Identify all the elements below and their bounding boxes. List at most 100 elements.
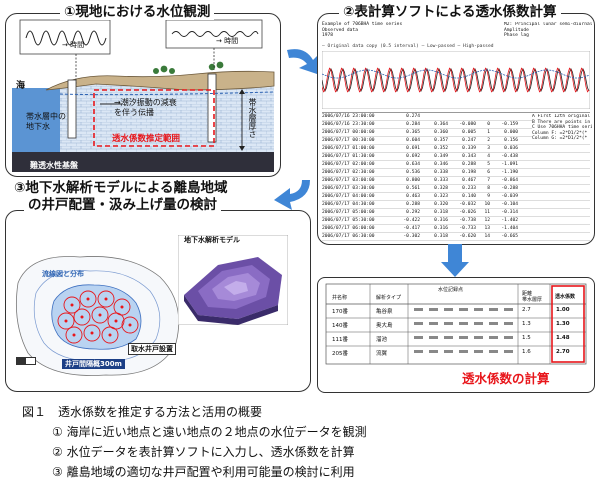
table-cell: 0.365 bbox=[406, 130, 420, 135]
result-cell: 2.7 bbox=[522, 307, 531, 313]
table-row: 2006/07/17 05:30:00 -0.422 0.316 -0.738 12 -1… bbox=[322, 217, 590, 225]
table-cell: -0.738 bbox=[459, 218, 476, 223]
result-value-mark bbox=[444, 308, 453, 311]
result-value-mark bbox=[504, 350, 513, 353]
panel1-title: ①現地における水位観測 bbox=[60, 4, 215, 20]
table-cell: 0.318 bbox=[434, 234, 448, 239]
table-cell: 3 bbox=[487, 146, 490, 151]
table-cell: 0.328 bbox=[434, 186, 448, 191]
table-cell: 2006/07/17 03:30:00 bbox=[322, 186, 375, 191]
table-cell: 2006/07/17 01:30:00 bbox=[322, 154, 375, 159]
table-cell bbox=[420, 113, 448, 120]
table-cell: 0.198 bbox=[462, 170, 476, 175]
result-cell: 1.3 bbox=[522, 321, 531, 327]
table-cell bbox=[490, 113, 518, 120]
table-cell: -0.422 bbox=[403, 218, 420, 223]
time-label-b: → 時間 bbox=[216, 37, 239, 45]
table-cell: 12 bbox=[484, 218, 490, 223]
result-cell: 140番 bbox=[332, 323, 348, 329]
table-cell: 0 bbox=[487, 122, 490, 127]
model-label: 地下水解析モデル bbox=[184, 236, 240, 244]
table-cell: 0.318 bbox=[434, 210, 448, 215]
table-cell: 0.467 bbox=[462, 178, 476, 183]
table-cell bbox=[476, 113, 490, 120]
sheet-note: A First 12th original da bbox=[532, 114, 592, 120]
series-line bbox=[322, 69, 590, 79]
well-cell-grid bbox=[57, 290, 139, 344]
table-cell: 0.536 bbox=[406, 170, 420, 175]
table-cell: 0.352 bbox=[434, 146, 448, 151]
table-cell: -0.159 bbox=[501, 122, 518, 127]
table-cell: 2006/07/17 05:30:00 bbox=[322, 218, 375, 223]
table-cell: 2006/07/17 03:00:00 bbox=[322, 178, 375, 183]
table-cell: 0.316 bbox=[434, 218, 448, 223]
tree-icon bbox=[153, 61, 224, 74]
panel-groundwater-model: 地下水解析モデル 流線図と分布 取水井戸設置 井戸間隔概300m bbox=[5, 210, 311, 392]
basement-label: 難透水性基盤 bbox=[30, 161, 78, 170]
result-value-mark bbox=[489, 322, 498, 325]
result-value-mark bbox=[489, 336, 498, 339]
panel3-title-line2: の井戸配置・汲み上げ量の検討 bbox=[24, 197, 221, 213]
table-cell: 2 bbox=[487, 138, 490, 143]
scale-bar bbox=[16, 357, 36, 365]
table-cell: 0.140 bbox=[462, 194, 476, 199]
table-cell: -0.417 bbox=[403, 226, 420, 231]
result-cell: 1.6 bbox=[522, 349, 531, 355]
result-cell: 1.48 bbox=[556, 335, 570, 341]
sea-label: 海 bbox=[16, 81, 26, 91]
table-cell: 0.634 bbox=[406, 162, 420, 167]
result-cell: 1.5 bbox=[522, 335, 531, 341]
result-cell: 1.30 bbox=[556, 321, 570, 327]
table-cell: 0.288 bbox=[406, 202, 420, 207]
table-cell: 4 bbox=[487, 154, 490, 159]
series-line bbox=[322, 67, 590, 93]
result-value-mark bbox=[504, 322, 513, 325]
table-cell: -0.288 bbox=[501, 186, 518, 191]
table-cell: 0.691 bbox=[406, 146, 420, 151]
sheet-header-right-1: M2: Principal lunar semi-diurnal constit… bbox=[504, 22, 592, 27]
sheet-header-2: Observed data bbox=[322, 27, 358, 33]
table-cell: 6 bbox=[487, 170, 490, 175]
table-cell: 0.274 bbox=[406, 114, 420, 119]
sheet-header-1: Example of 706BHA time series bbox=[322, 22, 403, 27]
table-cell: 0.463 bbox=[406, 194, 420, 199]
table-cell: 2006/07/17 00:00:00 bbox=[322, 130, 375, 135]
panel-spreadsheet: Example of 706BHA time series Observed d… bbox=[317, 13, 595, 245]
table-cell: -1.404 bbox=[501, 226, 518, 231]
flow-arrow-right bbox=[287, 49, 319, 74]
table-cell: -0.733 bbox=[459, 226, 476, 231]
table-cell: 0.360 bbox=[434, 130, 448, 135]
result-cell: 2.70 bbox=[556, 349, 570, 355]
chart-legend: — Original data copy (0.5 interval) — Lo… bbox=[322, 44, 494, 49]
result-header-group: 水位記録点 bbox=[438, 287, 464, 293]
panel-field-observation: → 時間 → 時間 海 →潮汐振動の減衰 を伴う伝播 帯水層中の 地下水 帯水層… bbox=[5, 13, 281, 177]
table-cell: 0.233 bbox=[462, 186, 476, 191]
table-cell: -0.104 bbox=[501, 202, 518, 207]
result-value-mark bbox=[474, 308, 483, 311]
result-table-grid bbox=[325, 283, 587, 365]
table-cell: 0.339 bbox=[462, 146, 476, 151]
panel2-title: ②表計算ソフトによる透水係数計算 bbox=[339, 4, 561, 20]
table-cell: -1.402 bbox=[501, 218, 518, 223]
result-value-mark bbox=[504, 336, 513, 339]
result-value-mark bbox=[414, 322, 423, 325]
table-cell: 2006/07/17 04:00:00 bbox=[322, 194, 375, 199]
table-cell: 10 bbox=[484, 202, 490, 207]
table-cell: 0.316 bbox=[434, 226, 448, 231]
table-cell: 0.338 bbox=[434, 170, 448, 175]
table-cell: 0.357 bbox=[434, 138, 448, 143]
result-value-mark bbox=[489, 350, 498, 353]
table-cell: 0.036 bbox=[504, 146, 518, 151]
table-cell: 0.692 bbox=[406, 154, 420, 159]
sheet-note: Column F: =2*D1/2*(* bbox=[532, 130, 592, 137]
flow-map-label: 流線図と分布 bbox=[42, 270, 84, 278]
table-cell: -0.314 bbox=[501, 210, 518, 215]
